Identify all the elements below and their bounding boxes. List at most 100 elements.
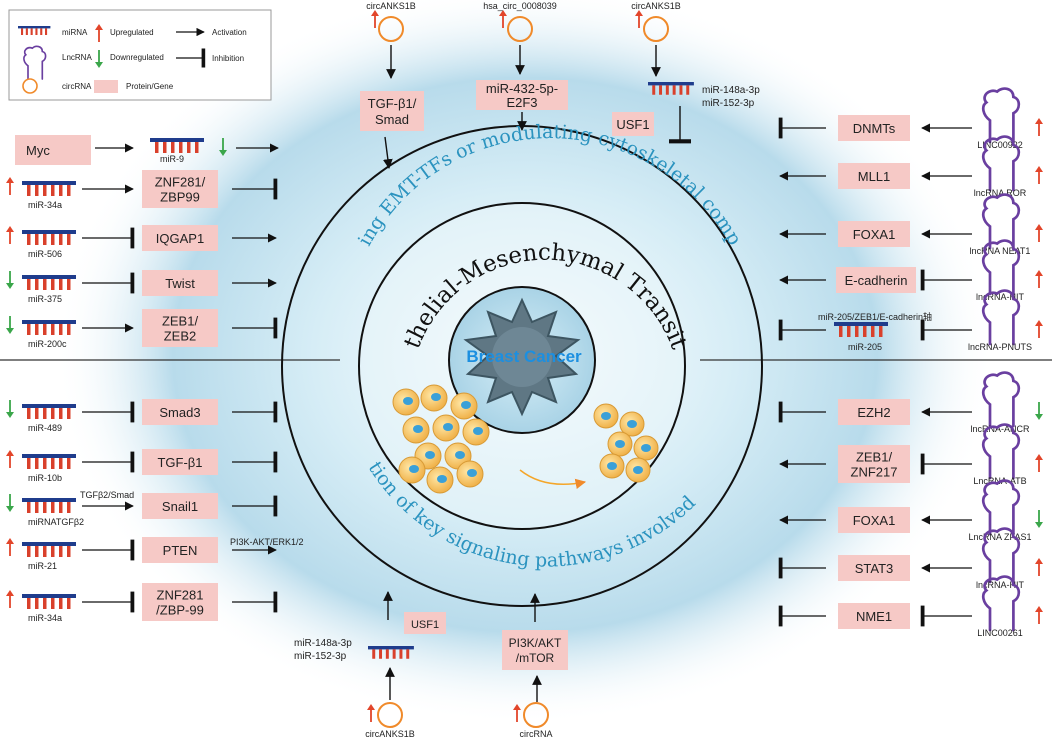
- upregulated-icon: [6, 226, 14, 244]
- target-box: PTEN: [142, 537, 218, 563]
- bottom-b1-mirna2: miR-152-3p: [294, 651, 347, 662]
- top-c3-label: circANKS1B: [631, 1, 681, 11]
- upregulated-icon: [513, 704, 521, 722]
- target-box-text-0: PTEN: [163, 543, 198, 558]
- bottom-circrna-1: USF1 miR-148a-3p miR-152-3p circANKS1B: [294, 591, 446, 739]
- regulator-label: miRNATGFβ2: [28, 517, 84, 527]
- lncrna-icon: [981, 527, 1021, 584]
- target-box-text-0: ZEB1/: [856, 450, 893, 465]
- regulator-label: miR-21: [28, 561, 57, 571]
- mir9-icon: [150, 138, 204, 153]
- target-box: Smad3: [142, 399, 218, 425]
- upregulated-icon: [1035, 320, 1043, 338]
- upregulated-icon: [1035, 454, 1043, 472]
- lncrna-icon: [981, 371, 1021, 428]
- target-box-text-0: TGF-β1: [157, 455, 202, 470]
- regulator-label: lncRNA NEAT1: [970, 246, 1031, 256]
- right-row-lncrna-neat1: FOXA1 lncRNA NEAT1: [779, 193, 1043, 256]
- downregulated-icon: [6, 400, 14, 418]
- legend-inhibition: Inhibition: [212, 54, 244, 63]
- target-box: IQGAP1: [142, 225, 218, 251]
- top-c1-label: circANKS1B: [366, 1, 416, 11]
- target-box-text: E-cadherin: [845, 273, 908, 288]
- regulator-label: lncRNA-HIT: [976, 292, 1025, 302]
- regulator-label: miR-34a: [28, 613, 62, 623]
- bottom-b2-line1: PI3K/AKT: [509, 636, 562, 650]
- target-box-text-0: Smad3: [159, 405, 200, 420]
- r-note: miR-205/ZEB1/E-cadherin轴: [818, 311, 932, 322]
- legend-down-icon: [95, 50, 103, 68]
- bottom-b2-line2: /mTOR: [516, 651, 555, 665]
- regulator-label: lncRNA-ANCR: [970, 424, 1030, 434]
- target-box: E-cadherin: [836, 267, 916, 293]
- regulator-label: miR-375: [28, 294, 62, 304]
- target-box: ZNF281/ZBP-99: [142, 583, 218, 621]
- upregulated-icon: [1035, 270, 1043, 288]
- target-box-text-0: ZNF281: [157, 588, 204, 603]
- upregulated-icon: [1035, 166, 1043, 184]
- epithelial-cells-icon: [392, 384, 490, 494]
- target-box-text-0: FOXA1: [853, 513, 896, 528]
- legend: miRNA LncRNA circRNA Upregulated Downreg…: [8, 9, 272, 101]
- target-box-text: MLL1: [858, 169, 891, 184]
- upregulated-icon: [6, 590, 14, 608]
- left-row-mir-34a: miR-34a ZNF281/ZBP-99: [6, 583, 278, 623]
- upregulated-icon: [6, 538, 14, 556]
- legend-frame: [8, 9, 272, 101]
- myc-label: Myc: [26, 143, 50, 158]
- legend-up: Upregulated: [110, 28, 154, 37]
- bottom-b1-circ: circANKS1B: [365, 729, 415, 739]
- upregulated-icon: [6, 450, 14, 468]
- legend-mirna: miRNA: [62, 28, 88, 37]
- left-rows: miR-34aZNF281/ZBP99miR-506IQGAP1miR-375T…: [6, 170, 278, 623]
- bottom-b1-box: [404, 612, 446, 634]
- target-box: DNMTs: [838, 115, 910, 141]
- lncrna-icon: [981, 575, 1021, 632]
- target-box: Snail1: [142, 493, 218, 519]
- regulator-label: LINC00261: [977, 628, 1023, 638]
- cancer-cell-icon: [463, 297, 581, 417]
- right-row-lncrna-hit: E-cadherin lncRNA-HIT: [779, 239, 1043, 302]
- target-box-text-0: Twist: [165, 276, 195, 291]
- target-box-text: DNMTs: [853, 121, 896, 136]
- mesenchymal-cells-icon: [593, 403, 659, 483]
- regulator-mirna-icon: [22, 454, 76, 469]
- top-c3-mirna-icon: [648, 82, 694, 95]
- downregulated-icon: [219, 138, 227, 156]
- downregulated-icon: [6, 494, 14, 512]
- target-box-text-0: Snail1: [162, 499, 198, 514]
- downregulated-icon: [1035, 510, 1043, 528]
- top-c1-box: [360, 91, 424, 131]
- legend-circrna: circRNA: [62, 82, 92, 91]
- target-box-text-0: ZEB1/: [162, 314, 199, 329]
- target-box-text-0: STAT3: [855, 561, 894, 576]
- target-box: ZEB1/ZNF217: [838, 445, 910, 483]
- top-circrna-1: circANKS1B TGF-β1/ Smad: [360, 1, 424, 169]
- regulator-mirna-icon: [22, 230, 76, 245]
- legend-mirna-icon: [18, 26, 51, 35]
- target-box-text-1: ZEB2: [164, 329, 197, 344]
- upregulated-icon: [6, 177, 14, 195]
- top-c3-box-text: USF1: [616, 117, 649, 132]
- myc-box: [15, 135, 91, 165]
- target-box-text: FOXA1: [853, 227, 896, 242]
- regulator-label: LINC00922: [977, 140, 1023, 150]
- regulator-label: lncRNA-PNUTS: [968, 342, 1032, 352]
- left-upper-group: Myc miR-9: [15, 135, 279, 165]
- target-box: ZEB1/ZEB2: [142, 309, 218, 347]
- lncrna-icon: [981, 135, 1021, 192]
- upregulated-icon: [1035, 224, 1043, 242]
- target-box-text-1: ZNF217: [851, 465, 898, 480]
- top-c2-box-line1: miR-432-5p-: [486, 81, 558, 96]
- regulator-mirna-icon: [22, 542, 76, 557]
- ll-note-pten: PI3K-AKT/ERK1/2: [230, 537, 304, 547]
- legend-lncrna: LncRNA: [62, 53, 92, 62]
- lncrna-icon: [981, 289, 1021, 346]
- upregulated-icon: [1035, 558, 1043, 576]
- regulator-label: miR-506: [28, 249, 62, 259]
